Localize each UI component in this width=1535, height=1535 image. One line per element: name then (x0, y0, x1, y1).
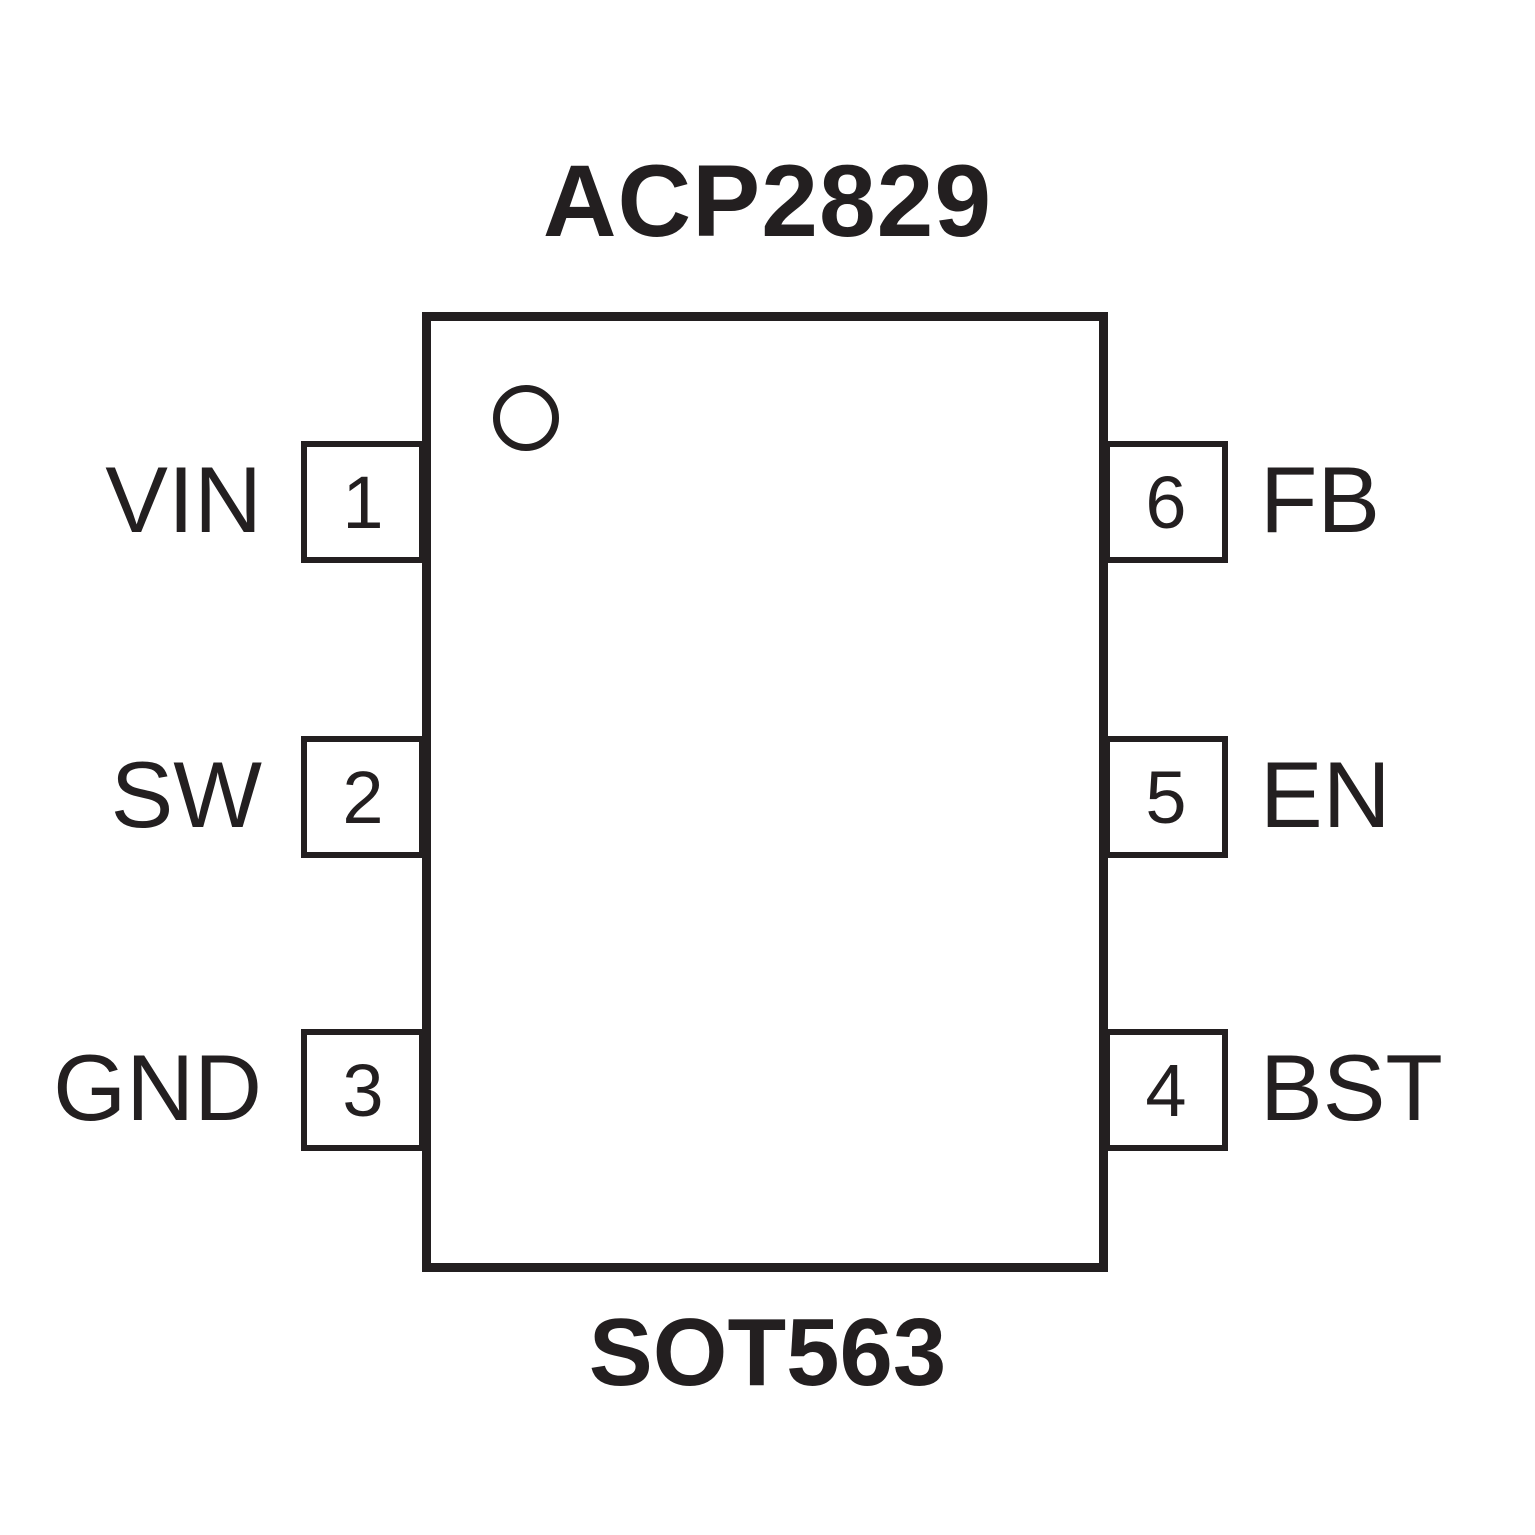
pin-number-5: 5 (1145, 755, 1187, 839)
pin-number-6: 6 (1145, 460, 1187, 544)
pin-label-gnd: GND (53, 1035, 262, 1140)
package-name: SOT563 (588, 1299, 947, 1406)
pin-box-5: 5 (1104, 736, 1228, 858)
pin-label-sw: SW (110, 742, 262, 847)
pin-label-en: EN (1260, 742, 1391, 847)
pin-box-3: 3 (301, 1029, 425, 1151)
pin-box-4: 4 (1104, 1029, 1228, 1151)
pin-label-bst: BST (1260, 1035, 1443, 1140)
pin-box-1: 1 (301, 441, 425, 563)
pin-label-vin: VIN (105, 447, 262, 552)
pin-label-fb: FB (1260, 447, 1381, 552)
pin-box-2: 2 (301, 736, 425, 858)
ic-body (422, 312, 1108, 1272)
pin1-indicator-dot (493, 385, 559, 451)
pin-number-1: 1 (342, 460, 384, 544)
pin-number-2: 2 (342, 755, 384, 839)
pin-box-6: 6 (1104, 441, 1228, 563)
part-number-title: ACP2829 (542, 144, 993, 258)
pin-number-4: 4 (1145, 1048, 1187, 1132)
pin-number-3: 3 (342, 1048, 384, 1132)
